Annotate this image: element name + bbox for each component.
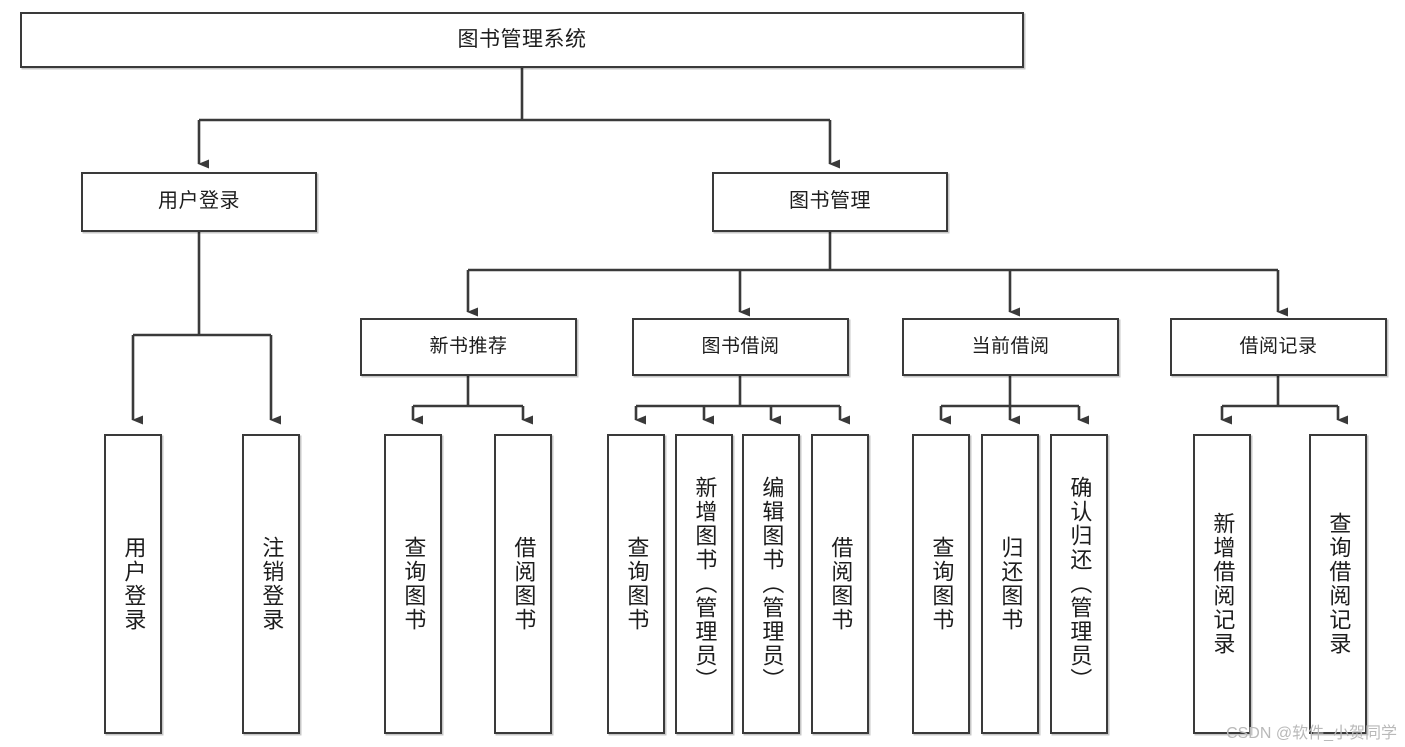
node-leaf-return-book-label: 归还图书: [998, 536, 1024, 632]
node-book-management[interactable]: 图书管理: [712, 172, 948, 232]
node-leaf-query-book-1-label: 查询图书: [401, 536, 427, 632]
node-new-book-recommend[interactable]: 新书推荐: [360, 318, 577, 376]
node-leaf-borrow-book-1[interactable]: 借阅图书: [494, 434, 552, 734]
node-leaf-borrow-book-1-label: 借阅图书: [511, 536, 537, 632]
node-leaf-borrow-book-2[interactable]: 借阅图书: [811, 434, 869, 734]
node-leaf-user-login[interactable]: 用户登录: [104, 434, 162, 734]
node-leaf-query-book-2-label: 查询图书: [624, 536, 650, 632]
node-leaf-return-book[interactable]: 归还图书: [981, 434, 1039, 734]
node-leaf-edit-book[interactable]: 编辑图书（管理员）: [742, 434, 800, 734]
node-current-borrow[interactable]: 当前借阅: [902, 318, 1119, 376]
node-user-login[interactable]: 用户登录: [81, 172, 317, 232]
node-leaf-user-login-label: 用户登录: [121, 536, 147, 632]
node-user-login-label: 用户登录: [158, 190, 240, 213]
node-book-borrow[interactable]: 图书借阅: [632, 318, 849, 376]
node-leaf-query-book-2[interactable]: 查询图书: [607, 434, 665, 734]
node-leaf-query-record-label: 查询借阅记录: [1326, 512, 1352, 656]
node-leaf-logout-label: 注销登录: [259, 536, 285, 632]
node-leaf-add-book[interactable]: 新增图书（管理员）: [675, 434, 733, 734]
node-root[interactable]: 图书管理系统: [20, 12, 1024, 68]
node-borrow-record-label: 借阅记录: [1239, 335, 1318, 357]
node-root-label: 图书管理系统: [457, 27, 587, 51]
node-leaf-add-book-label: 新增图书（管理员）: [692, 476, 718, 692]
node-leaf-add-record-label: 新增借阅记录: [1210, 512, 1236, 656]
node-leaf-query-book-3[interactable]: 查询图书: [912, 434, 970, 734]
node-leaf-borrow-book-2-label: 借阅图书: [828, 536, 854, 632]
node-leaf-confirm-return[interactable]: 确认归还（管理员）: [1050, 434, 1108, 734]
node-borrow-record[interactable]: 借阅记录: [1170, 318, 1387, 376]
node-leaf-query-book-3-label: 查询图书: [929, 536, 955, 632]
node-new-book-recommend-label: 新书推荐: [429, 335, 508, 357]
node-leaf-add-record[interactable]: 新增借阅记录: [1193, 434, 1251, 734]
node-leaf-query-record[interactable]: 查询借阅记录: [1309, 434, 1367, 734]
node-leaf-logout[interactable]: 注销登录: [242, 434, 300, 734]
watermark: CSDN @软件_小贺同学: [1226, 725, 1397, 742]
node-leaf-query-book-1[interactable]: 查询图书: [384, 434, 442, 734]
node-leaf-confirm-return-label: 确认归还（管理员）: [1067, 476, 1093, 692]
node-book-management-label: 图书管理: [789, 190, 871, 213]
node-leaf-edit-book-label: 编辑图书（管理员）: [759, 476, 785, 692]
node-book-borrow-label: 图书借阅: [701, 335, 780, 357]
node-current-borrow-label: 当前借阅: [971, 335, 1050, 357]
